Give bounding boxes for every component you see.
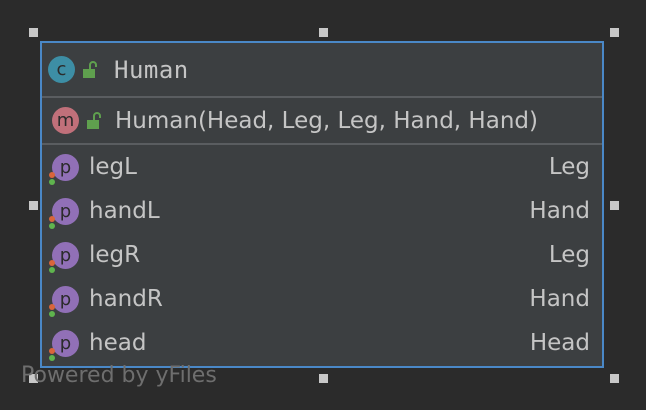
class-title: Human [114, 55, 189, 84]
method-icon: m [52, 107, 79, 134]
public-getter-dot-icon [49, 310, 55, 317]
property-type: Hand [529, 198, 590, 224]
resize-handle-top-left[interactable] [29, 28, 38, 37]
class-icon-letter: c [56, 59, 67, 80]
property-row[interactable]: p handL Hand [42, 189, 602, 233]
property-row[interactable]: p legL Leg [42, 145, 602, 189]
class-node-human[interactable]: c Human m Human(Head, Leg, Leg, Hand, Ha… [40, 41, 604, 368]
property-type: Leg [548, 154, 590, 180]
property-name: legL [89, 154, 137, 180]
method-icon-letter: m [56, 110, 75, 131]
property-row[interactable]: p head Head [42, 321, 602, 365]
public-getter-dot-icon [49, 266, 55, 273]
property-name: head [89, 330, 147, 356]
resize-handle-bottom-center[interactable] [319, 374, 328, 383]
property-icon-letter: p [59, 156, 72, 178]
property-type: Hand [529, 286, 590, 312]
resize-handle-bottom-right[interactable] [610, 374, 619, 383]
property-icon-letter: p [59, 332, 72, 354]
watermark: Powered by yFiles [21, 363, 217, 388]
property-type: Leg [548, 242, 590, 268]
property-icon-letter: p [59, 200, 72, 222]
private-field-dot-icon [49, 303, 55, 310]
class-icon: c [48, 56, 75, 83]
property-icon: p [49, 329, 79, 361]
public-lock-icon [87, 111, 101, 129]
property-type: Head [529, 330, 590, 356]
constructor-row[interactable]: m Human(Head, Leg, Leg, Hand, Hand) [42, 98, 602, 145]
public-lock-icon [83, 60, 97, 78]
property-name: legR [89, 242, 141, 268]
private-field-dot-icon [49, 171, 55, 178]
resize-handle-middle-left[interactable] [29, 201, 38, 210]
public-getter-dot-icon [49, 354, 55, 361]
property-icon-letter: p [59, 288, 72, 310]
property-icon-letter: p [59, 244, 72, 266]
private-field-dot-icon [49, 215, 55, 222]
private-field-dot-icon [49, 259, 55, 266]
private-field-dot-icon [49, 347, 55, 354]
resize-handle-top-center[interactable] [319, 28, 328, 37]
property-icon: p [49, 197, 79, 229]
class-header: c Human [42, 43, 602, 98]
public-getter-dot-icon [49, 222, 55, 229]
property-name: handR [89, 286, 163, 312]
property-icon: p [49, 285, 79, 317]
resize-handle-top-right[interactable] [610, 28, 619, 37]
resize-handle-middle-right[interactable] [610, 201, 619, 210]
public-getter-dot-icon [49, 178, 55, 185]
property-icon: p [49, 241, 79, 273]
resize-handle-bottom-left[interactable] [29, 374, 38, 383]
property-row[interactable]: p handR Hand [42, 277, 602, 321]
property-icon: p [49, 153, 79, 185]
property-row[interactable]: p legR Leg [42, 233, 602, 277]
property-name: handL [89, 198, 160, 224]
constructor-signature: Human(Head, Leg, Leg, Hand, Hand) [115, 107, 538, 134]
